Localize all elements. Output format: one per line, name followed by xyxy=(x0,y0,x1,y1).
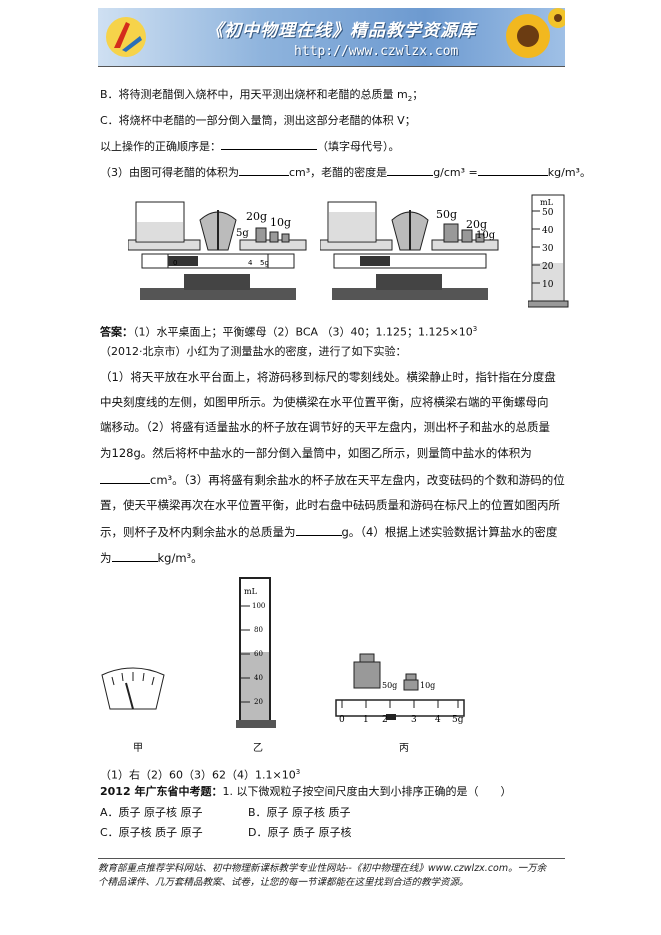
q1-answer: 答案：（1）水平桌面上；平衡螺母（2）BCA （3）40；1.125；1.125… xyxy=(100,325,478,339)
q2-line: 端移动。（2）将盛有适量盐水的杯子放在调节好的天平左盘内，测出杯子和盐水的总质量 xyxy=(100,420,551,434)
header-rule xyxy=(98,66,565,67)
cylinder-tick: 100 xyxy=(252,602,265,610)
cylinder-tick: 60 xyxy=(254,650,263,658)
site-logo-icon xyxy=(106,17,146,57)
q1-step-b: B．将待测老醋倒入烧杯中，用天平测出烧杯和老醋的总质量 m2； xyxy=(100,88,424,104)
scale-tick: 5g xyxy=(260,259,269,267)
scale-tick: 0 xyxy=(173,259,177,267)
answer-blank[interactable] xyxy=(295,524,342,536)
weight-20g-label: 20g xyxy=(246,210,267,223)
sunflower-icon xyxy=(506,8,565,58)
balance-figure-left: 20g 10g 5g 0 4 5g xyxy=(128,201,307,300)
balance-figure-right: 50g 20g 10g xyxy=(320,201,499,300)
q2-answer: （1）右（2）60（3）62（4）1.1×103 xyxy=(100,768,301,782)
footer-rule xyxy=(98,858,565,859)
answer-blank[interactable] xyxy=(387,164,434,176)
q3-question: 2012 年广东省中考题：1. 以下微观粒子按空间尺度由大到小排序正确的是（ ） xyxy=(100,785,512,798)
weight-10g-label: 10g xyxy=(476,230,496,241)
cylinder-tick: 20 xyxy=(254,698,263,706)
q1-step-c: C．将烧杯中老醋的一部分倒入量筒，测出这部分老醋的体积 V； xyxy=(100,114,416,127)
header-banner: 《初中物理在线》精品教学资源库 http://www.czwlzx.com xyxy=(98,8,565,67)
q1-order-question: 以上操作的正确顺序是：（填字母代号）。 xyxy=(100,138,400,153)
weight-10g-label: 10g xyxy=(420,681,435,690)
cylinder-unit: mL xyxy=(244,587,258,596)
q2-line: （1）将天平放在水平台面上，将游码移到标尺的零刻线处。横梁静止时，指针指在分度盘 xyxy=(100,370,556,384)
weight-50g-label: 50g xyxy=(436,208,457,221)
footer-line-2: 个精品课件、几万套精品教案、试卷，让您的每一节课都能在这里找到合适的教学资源。 xyxy=(98,877,469,888)
scale-tick: 4 xyxy=(248,259,253,267)
weight-10g-label: 10g xyxy=(270,216,291,229)
scale-tick: 2 xyxy=(382,715,388,725)
cylinder-tick: 40 xyxy=(254,674,263,682)
scale-dial-figure xyxy=(101,667,165,710)
figure-label-bing: 丙 xyxy=(399,743,409,754)
q3-option-a: A．质子 原子核 原子 xyxy=(100,806,203,819)
weights-and-rider-figure: 50g 10g 0 1 2 3 4 5g xyxy=(335,653,465,725)
answer-blank[interactable] xyxy=(111,550,158,562)
answer-blank[interactable] xyxy=(239,164,289,176)
cylinder-tick: 40 xyxy=(542,226,554,236)
q2-line: cm³。（3）再将盛有剩余盐水的杯子放在天平左盘内，改变砝码的个数和游码的位 xyxy=(100,472,565,487)
q3-option-d: D．原子 质子 原子核 xyxy=(248,826,352,839)
cylinder-tick: 10 xyxy=(542,280,554,290)
q2-source: （2012·北京市）小红为了测量盐水的密度，进行了如下实验： xyxy=(100,345,407,358)
weight-5g-label: 5g xyxy=(236,228,249,239)
q2-line: 中央刻度线的左侧，如图甲所示。为使横梁在水平位置平衡，应将横梁右端的平衡螺母向 xyxy=(100,395,549,409)
scale-tick: 4 xyxy=(435,715,441,725)
graduated-cylinder-1: mL 50 40 30 20 10 xyxy=(528,194,569,308)
cylinder-tick: 80 xyxy=(254,626,263,634)
weight-20g-label: 20g xyxy=(466,218,487,231)
q2-line: 为128g。然后将杯中盐水的一部分倒入量筒中，如图乙所示，则量筒中盐水的体积为 xyxy=(100,446,532,460)
scale-tick: 1 xyxy=(363,715,369,725)
q3-option-c: C．原子核 质子 原子 xyxy=(100,826,203,839)
cylinder-unit: mL xyxy=(540,198,554,207)
cylinder-tick: 50 xyxy=(542,208,554,218)
weight-50g-label: 50g xyxy=(382,681,397,690)
cylinder-tick: 30 xyxy=(542,244,554,254)
figure-label-jia: 甲 xyxy=(133,743,143,754)
q3-option-b: B．原子 原子核 质子 xyxy=(248,806,351,819)
graduated-cylinder-2: mL 100 80 60 40 20 xyxy=(236,577,276,728)
answer-blank[interactable] xyxy=(100,472,150,484)
site-title: 《初中物理在线》精品教学资源库 xyxy=(206,21,476,41)
q2-line: 置，使天平横梁再次在水平位置平衡，此时右盘中砝码质量和游码在标尺上的位置如图丙所 xyxy=(100,498,560,512)
scale-tick: 0 xyxy=(339,715,345,725)
answer-blank[interactable] xyxy=(477,164,548,176)
scale-tick: 5g xyxy=(452,715,464,725)
answer-blank[interactable] xyxy=(221,138,317,150)
site-url[interactable]: http://www.czwlzx.com xyxy=(294,44,459,59)
cylinder-tick: 20 xyxy=(542,262,554,272)
footer-line-1: 教育部重点推荐学科网站、初中物理新课标教学专业性网站--《初中物理在线》www.… xyxy=(98,863,547,874)
scale-tick: 3 xyxy=(411,715,417,725)
figure-label-yi: 乙 xyxy=(253,743,263,754)
